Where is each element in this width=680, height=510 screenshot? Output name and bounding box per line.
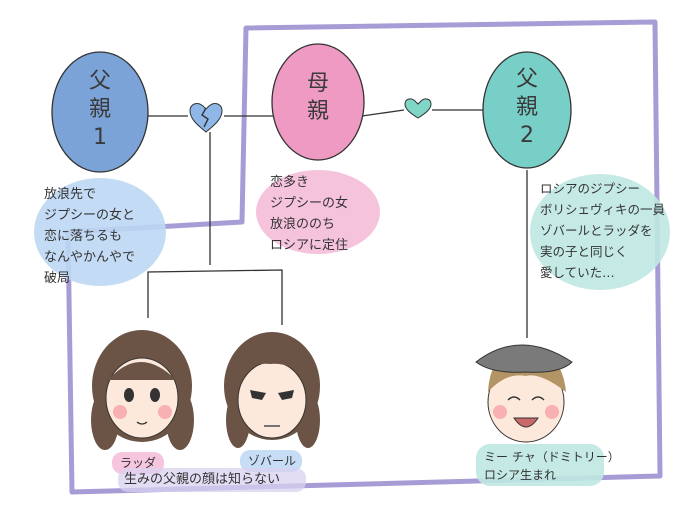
zobar-portrait — [224, 332, 320, 448]
mother-note-highlight — [256, 170, 380, 254]
mother-note: 恋多き ジプシーの女 放浪ののち ロシアに定住 — [270, 175, 349, 253]
father2-label-line3: 2 — [520, 123, 534, 148]
caption: 生みの父親の顔は知らない — [124, 472, 281, 487]
zobar-name: ゾバール — [248, 454, 297, 468]
mother-oval — [271, 43, 365, 161]
mother-label: 母 親 — [298, 70, 338, 126]
father1-note-highlight — [34, 178, 166, 286]
father2-note: ロシアのジプシー ボリシェヴィキの一員 ゾバールとラッダを 実の子と同じく 愛し… — [540, 181, 666, 280]
father1-label: 父 親 1 — [80, 68, 120, 152]
father1-label-line2: 親 — [88, 97, 111, 122]
father2-label-line2: 親 — [515, 95, 538, 120]
father1-oval — [51, 51, 149, 173]
father2-oval — [482, 51, 572, 169]
mitya-name-highlight — [476, 444, 604, 486]
broken-heart-icon — [189, 103, 223, 133]
father1-label-line1: 父 — [88, 69, 111, 94]
caption-highlight — [118, 468, 306, 492]
radda-name: ラッダ — [120, 456, 157, 470]
connector-lines — [147, 109, 528, 338]
father1-note: 放浪先で ジプシーの女と 恋に落ちるも なんやかんやで 破局 — [44, 187, 136, 286]
radda-portrait — [91, 330, 194, 450]
mother-label-line1: 母 — [306, 71, 329, 96]
father2-label: 父 親 2 — [507, 66, 547, 150]
mitya-portrait — [475, 344, 573, 443]
mother-label-line2: 親 — [306, 99, 329, 124]
zobar-name-highlight — [240, 450, 302, 472]
father1-label-line3: 1 — [93, 125, 107, 150]
family-frame — [65, 19, 663, 495]
father2-note-highlight — [530, 174, 670, 290]
heart-icon — [404, 98, 432, 119]
father2-label-line1: 父 — [515, 67, 538, 92]
mitya-name: ミー チャ（ドミトリー） ロシア生まれ — [484, 450, 620, 482]
